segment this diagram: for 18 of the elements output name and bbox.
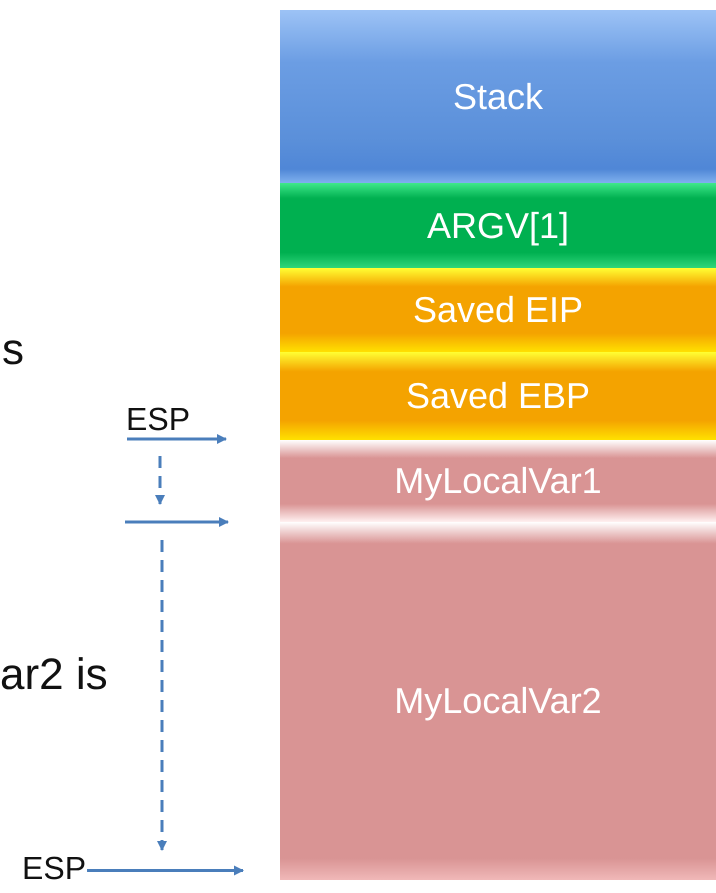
block-label: MyLocalVar2 bbox=[394, 680, 602, 722]
pointer-arrow bbox=[87, 866, 244, 876]
slide-text-fragment: ar2 is bbox=[0, 650, 108, 700]
pointer-arrow bbox=[127, 434, 227, 444]
stack-frame-block bbox=[280, 352, 716, 440]
pointer-label: ESP bbox=[126, 401, 190, 438]
block-label: Saved EBP bbox=[406, 375, 590, 417]
stack-frame-block bbox=[280, 10, 716, 183]
stack-frame-block bbox=[280, 440, 716, 522]
stack-frame-block bbox=[280, 183, 716, 268]
pointer-label: ESP bbox=[22, 850, 86, 887]
slide-text-fragment: s bbox=[2, 325, 24, 375]
block-label: ARGV[1] bbox=[426, 204, 570, 246]
stack-frame-block bbox=[280, 522, 716, 880]
block-label: Saved EIP bbox=[412, 289, 584, 331]
block-label: Stack bbox=[452, 76, 544, 118]
stack-frame-block bbox=[280, 268, 716, 352]
block-label: MyLocalVar1 bbox=[394, 460, 602, 502]
